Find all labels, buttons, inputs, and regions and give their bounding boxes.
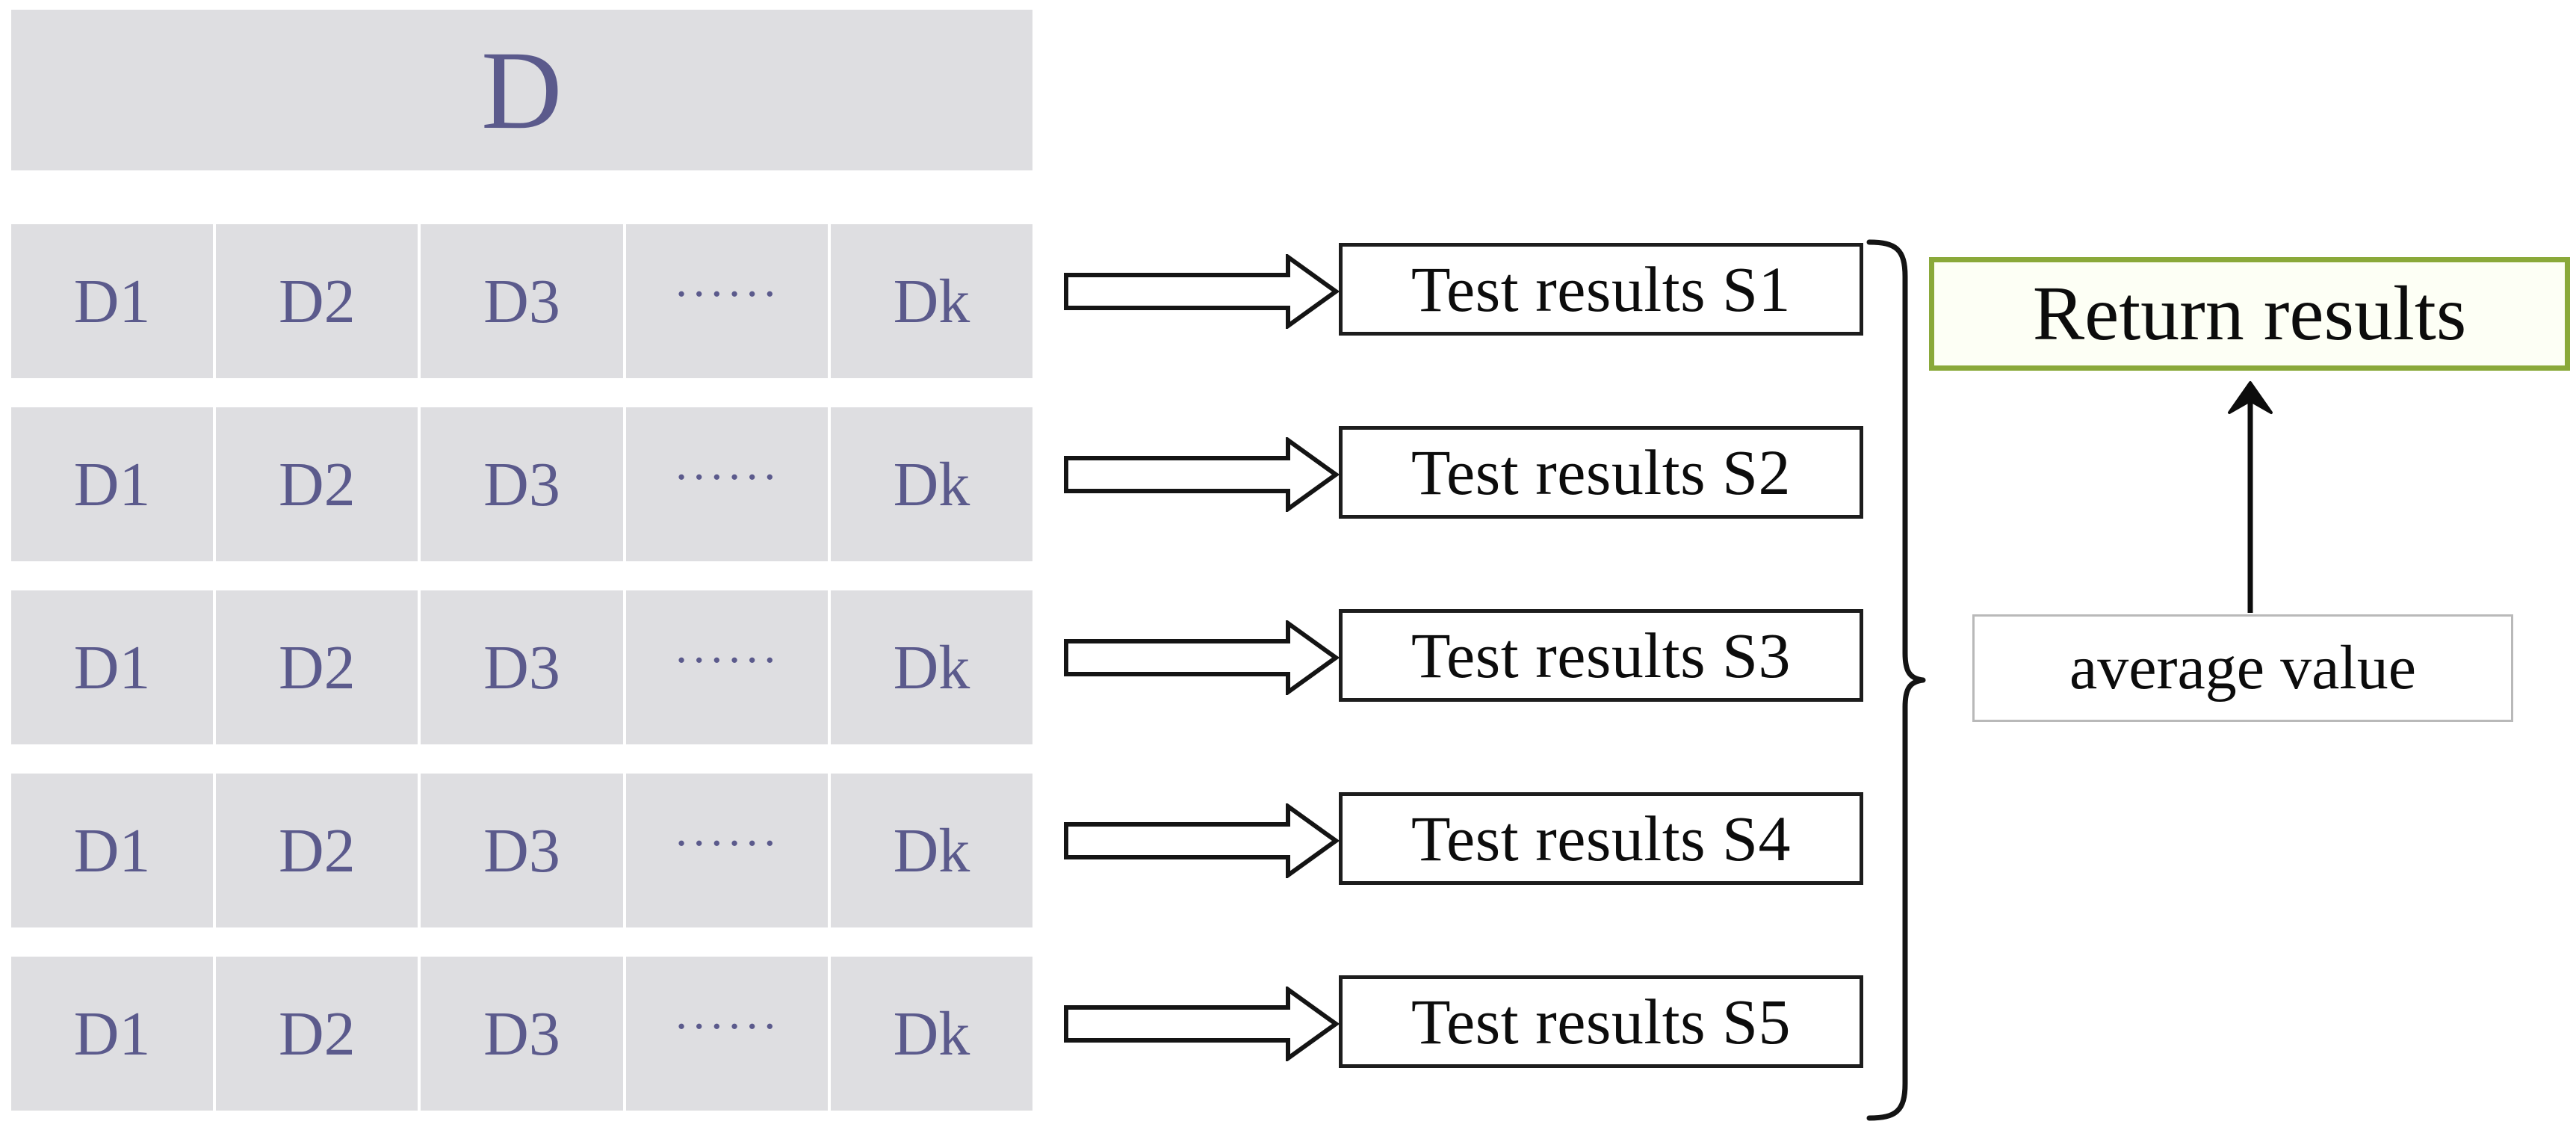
return-results-box: Return results: [1929, 257, 2570, 371]
data-cell: D3: [421, 774, 623, 927]
test-result-label: Test results S1: [1411, 253, 1791, 325]
test-result-box: Test results S1: [1339, 243, 1863, 336]
data-cell: D2: [216, 774, 418, 927]
data-cell-ellipsis: ······: [625, 774, 828, 927]
data-cell: D2: [216, 590, 418, 744]
block-arrow-right-icon: [1064, 803, 1339, 878]
data-cell: D1: [11, 957, 214, 1111]
table-row: D1 D2 D3 ······ Dk: [11, 774, 1033, 927]
block-arrow-right-icon: [1064, 437, 1339, 512]
data-cell: Dk: [830, 957, 1033, 1111]
data-cell: D3: [421, 224, 623, 378]
data-cell: D3: [421, 407, 623, 561]
table-row: D1 D2 D3 ······ Dk: [11, 957, 1033, 1111]
test-result-box: Test results S3: [1339, 609, 1863, 702]
test-result-box: Test results S5: [1339, 975, 1863, 1068]
average-value-box: average value: [1972, 614, 2513, 722]
block-arrow-right-icon: [1064, 987, 1339, 1061]
dataset-header-label: D: [481, 28, 563, 152]
block-arrow-right-icon: [1064, 254, 1339, 329]
test-result-label: Test results S4: [1411, 803, 1791, 874]
data-cell: D1: [11, 407, 214, 561]
data-cell: D1: [11, 590, 214, 744]
test-result-box: Test results S2: [1339, 426, 1863, 519]
average-value-label: average value: [2069, 633, 2416, 703]
test-result-label: Test results S3: [1411, 620, 1791, 691]
dataset-header-block: D: [11, 10, 1032, 170]
data-cell: D2: [216, 224, 418, 378]
arrow-up-icon: [2213, 380, 2288, 613]
data-cell: D3: [421, 957, 623, 1111]
data-cell: D1: [11, 224, 214, 378]
right-curly-brace-icon: [1866, 238, 1926, 1123]
table-row: D1 D2 D3 ······ Dk: [11, 407, 1033, 561]
table-row: D1 D2 D3 ······ Dk: [11, 224, 1033, 378]
return-results-label: Return results: [2032, 271, 2467, 356]
data-cell: Dk: [830, 590, 1033, 744]
data-cell: D2: [216, 957, 418, 1111]
data-cell-ellipsis: ······: [625, 407, 828, 561]
table-row: D1 D2 D3 ······ Dk: [11, 590, 1033, 744]
data-cell: Dk: [830, 407, 1033, 561]
data-cell-ellipsis: ······: [625, 224, 828, 378]
data-cell: D2: [216, 407, 418, 561]
data-cell-ellipsis: ······: [625, 590, 828, 744]
test-result-box: Test results S4: [1339, 792, 1863, 885]
test-result-label: Test results S2: [1411, 436, 1791, 508]
test-result-label: Test results S5: [1411, 986, 1791, 1058]
data-cell: D3: [421, 590, 623, 744]
data-cell: Dk: [830, 774, 1033, 927]
data-cell-ellipsis: ······: [625, 957, 828, 1111]
block-arrow-right-icon: [1064, 620, 1339, 695]
data-cell: Dk: [830, 224, 1033, 378]
data-cell: D1: [11, 774, 214, 927]
